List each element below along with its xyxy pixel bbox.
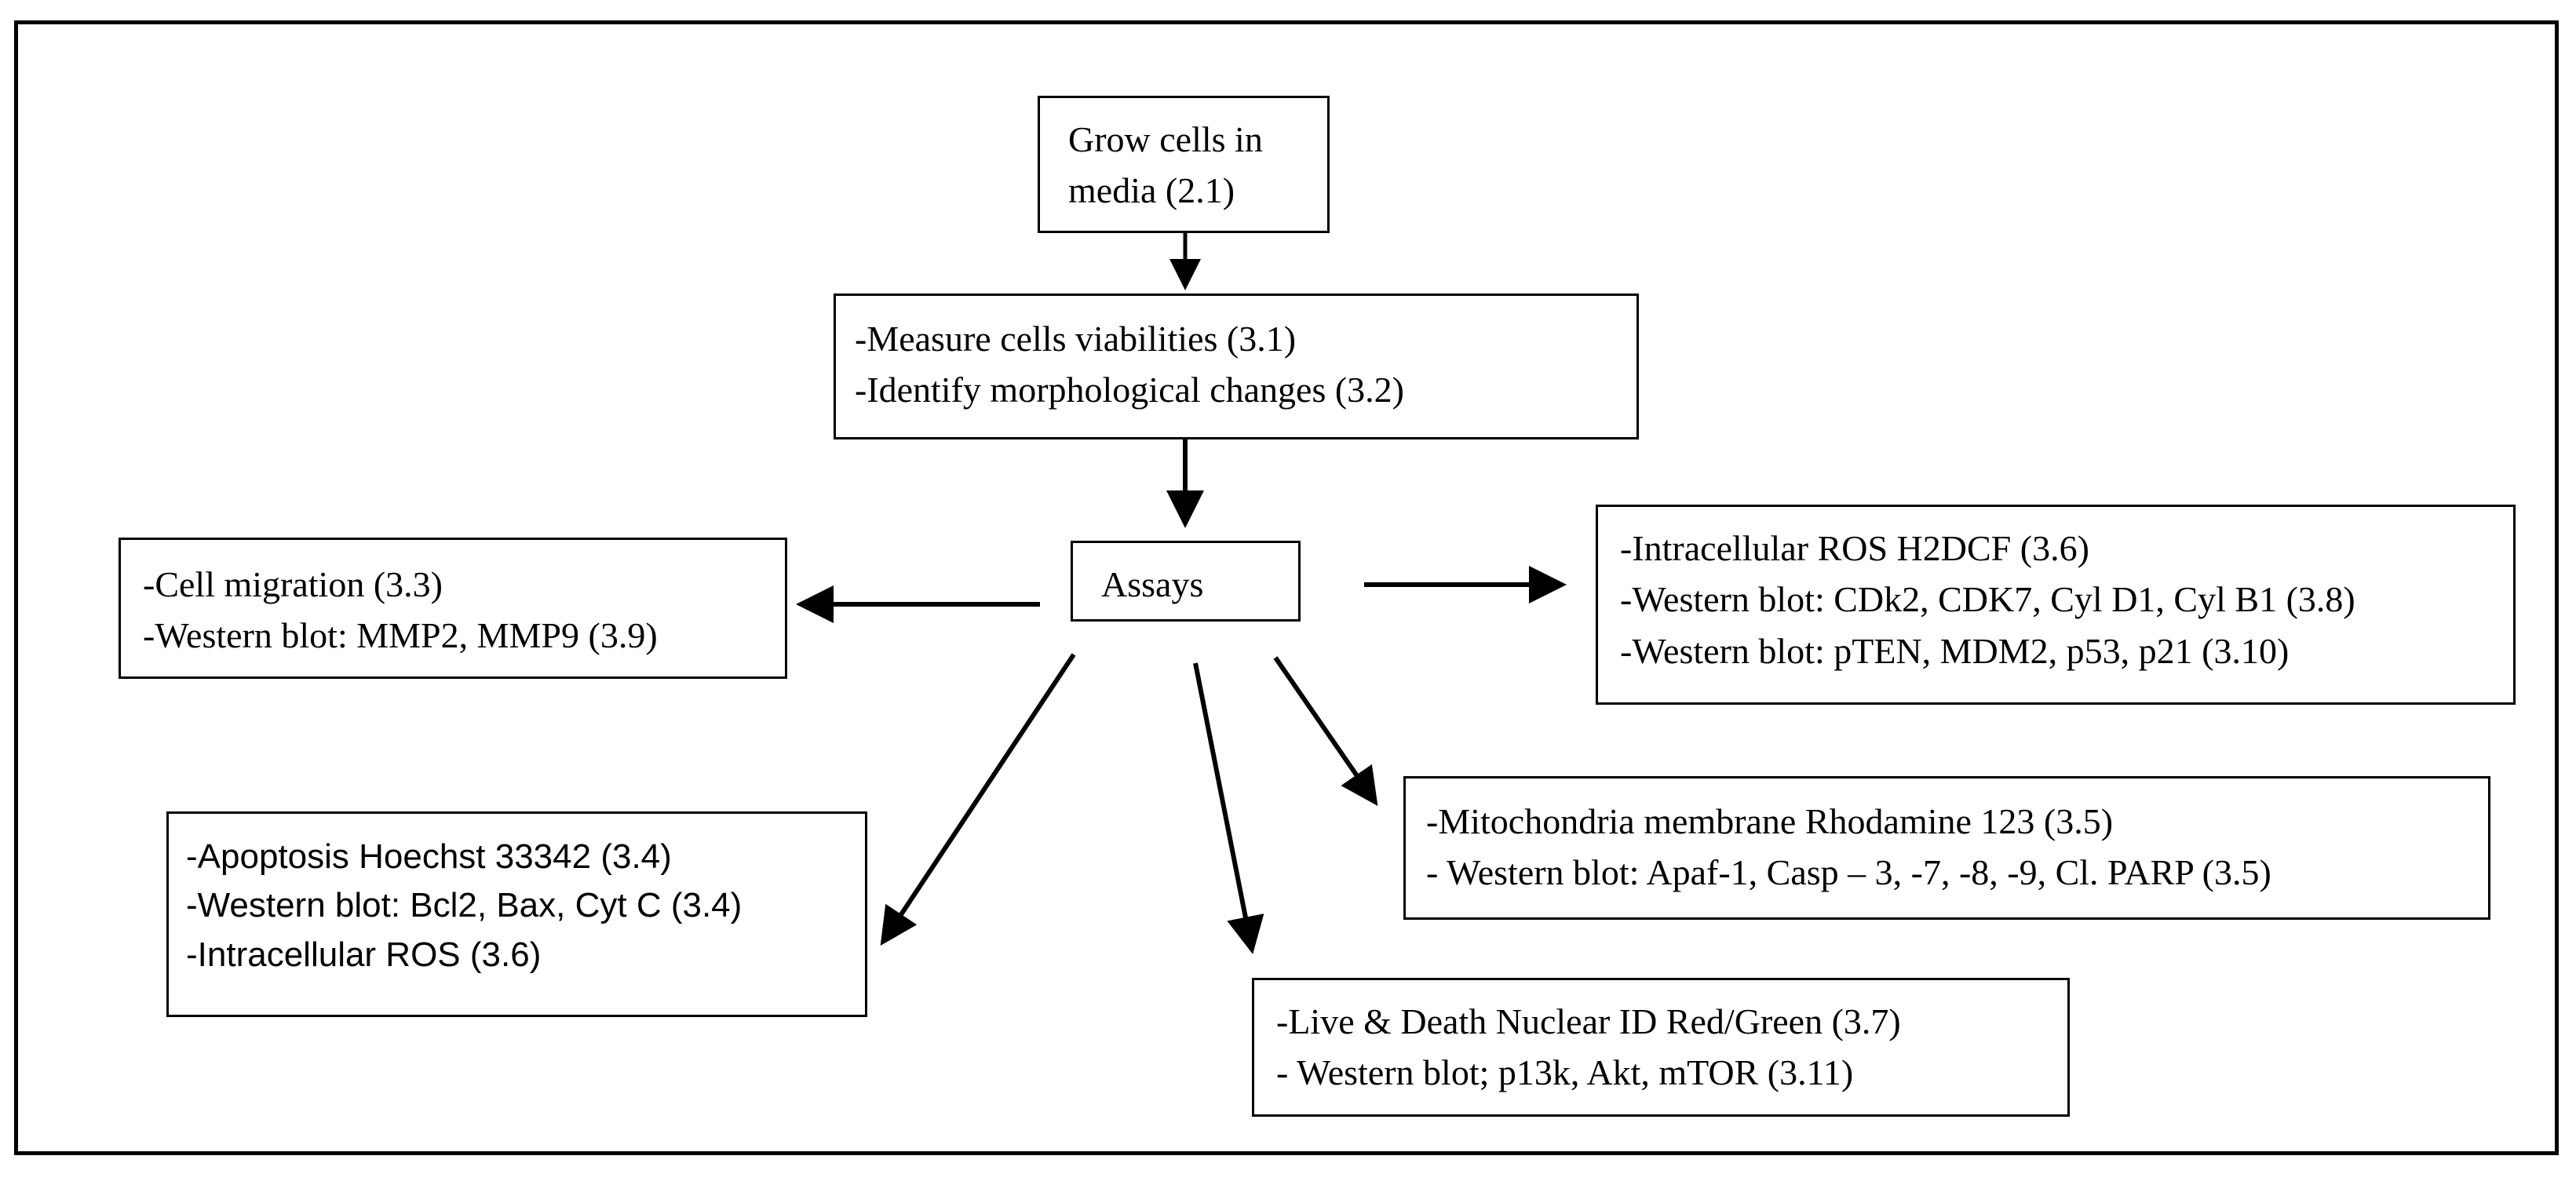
arrow-assays-to-mito: [1273, 656, 1378, 806]
diagram-frame: [14, 20, 2559, 1155]
intracellular-ros-box: -Intracellular ROS H2DCF (3.6) -Western …: [1596, 505, 2516, 705]
assays-box: Assays: [1071, 541, 1301, 622]
mitochondria-line-2: - Western blot: Apaf-1, Casp – 3, -7, -8…: [1426, 852, 2271, 893]
live-death-line-2: - Western blot; p13k, Akt, mTOR (3.11): [1276, 1052, 1854, 1093]
measure-viability-line-1: -Measure cells viabilities (3.1): [855, 319, 1297, 359]
apoptosis-line-3: -Intracellular ROS (3.6): [186, 935, 542, 974]
cell-migration-box: -Cell migration (3.3) -Western blot: MMP…: [119, 538, 787, 679]
mitochondria-box: -Mitochondria membrane Rhodamine 123 (3.…: [1403, 776, 2490, 920]
grow-cells-line-2: media (2.1): [1068, 170, 1235, 211]
intracellular-ros-line-2: -Western blot: CDk2, CDK7, Cyl D1, Cyl B…: [1620, 579, 2355, 620]
grow-cells-box: Grow cells in media (2.1): [1038, 96, 1330, 233]
grow-cells-line-1: Grow cells in: [1068, 119, 1263, 159]
intracellular-ros-line-1: -Intracellular ROS H2DCF (3.6): [1620, 528, 2089, 568]
cell-migration-line-1: -Cell migration (3.3): [143, 564, 443, 604]
cell-migration-line-2: -Western blot: MMP2, MMP9 (3.9): [143, 615, 658, 656]
apoptosis-line-2: -Western blot: Bcl2, Bax, Cyt C (3.4): [186, 886, 743, 925]
assays-label: Assays: [1101, 564, 1204, 604]
mitochondria-line-1: -Mitochondria membrane Rhodamine 123 (3.…: [1426, 801, 2114, 841]
measure-viability-line-2: -Identify morphological changes (3.2): [855, 370, 1404, 410]
apoptosis-line-1: -Apoptosis Hoechst 33342 (3.4): [186, 837, 672, 876]
live-death-line-1: -Live & Death Nuclear ID Red/Green (3.7): [1276, 1001, 1901, 1041]
arrow-assays-to-live: [1193, 662, 1264, 954]
live-death-box: -Live & Death Nuclear ID Red/Green (3.7)…: [1252, 978, 2070, 1117]
intracellular-ros-line-3: -Western blot: pTEN, MDM2, p53, p21 (3.1…: [1620, 630, 2290, 671]
arrow-assays-to-apoptosis: [880, 653, 1076, 946]
measure-viability-box: -Measure cells viabilities (3.1) -Identi…: [834, 294, 1639, 439]
apoptosis-box: -Apoptosis Hoechst 33342 (3.4) -Western …: [166, 811, 867, 1017]
